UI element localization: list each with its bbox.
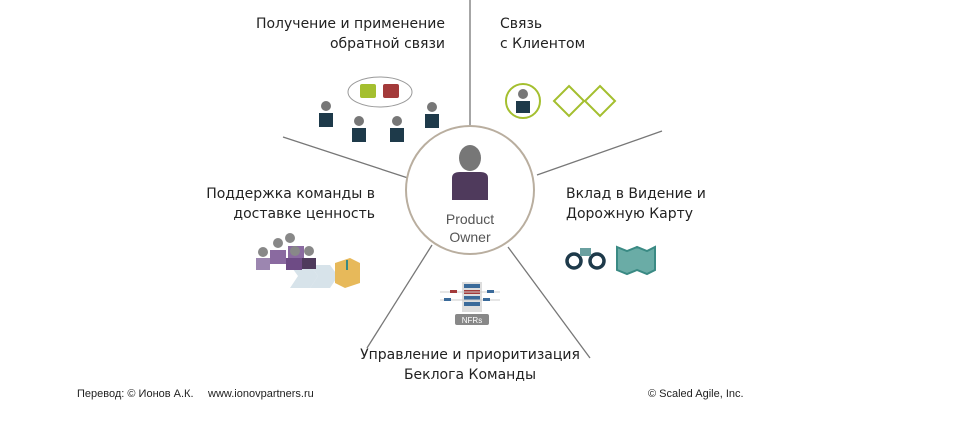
footer-translation: Перевод: © Ионов А.К. (77, 388, 194, 400)
customer-line2: с Клиентом (500, 36, 586, 52)
team-line2: доставке ценность (233, 206, 375, 222)
section-vision: Вклад в Видение и Дорожную Карту (566, 184, 706, 224)
product-owner-line2: Owner (449, 229, 491, 245)
speech-bubble-icon (347, 76, 413, 108)
section-backlog: Управление и приоритизация Беклога Коман… (320, 345, 620, 385)
product-owner-icon (452, 145, 488, 200)
product-owner-label: Product Owner (420, 210, 520, 246)
section-team-support: Поддержка команды в доставке ценность (206, 184, 375, 224)
footer-copyright: © Scaled Agile, Inc. (648, 388, 744, 400)
team-delivery-icon (256, 233, 360, 288)
section-customer: Связь с Клиентом (500, 14, 585, 54)
vision-line1: Вклад в Видение и (566, 186, 706, 202)
connector-lines (282, 0, 663, 359)
vision-line2: Дорожную Карту (566, 206, 694, 222)
feedback-line1: Получение и применение (255, 16, 445, 32)
backlog-icon: NFRs (440, 282, 500, 325)
nfrs-label: NFRs (462, 316, 482, 325)
map-icon (616, 245, 656, 276)
feedback-line2: обратной связи (329, 36, 445, 52)
team-member-icons (319, 101, 439, 142)
section-feedback: Получение и применение обратной связи (256, 14, 445, 54)
team-line1: Поддержка команды в (206, 186, 375, 202)
backlog-line1: Управление и приоритизация (360, 347, 580, 363)
product-owner-line1: Product (445, 211, 495, 227)
customer-icon (505, 83, 541, 119)
customer-line1: Связь (500, 16, 543, 32)
backlog-line2: Беклога Команды (403, 367, 537, 383)
diamonds-icon (552, 84, 617, 118)
binoculars-icon (565, 248, 606, 270)
footer-website[interactable]: www.ionovpartners.ru (208, 388, 314, 400)
